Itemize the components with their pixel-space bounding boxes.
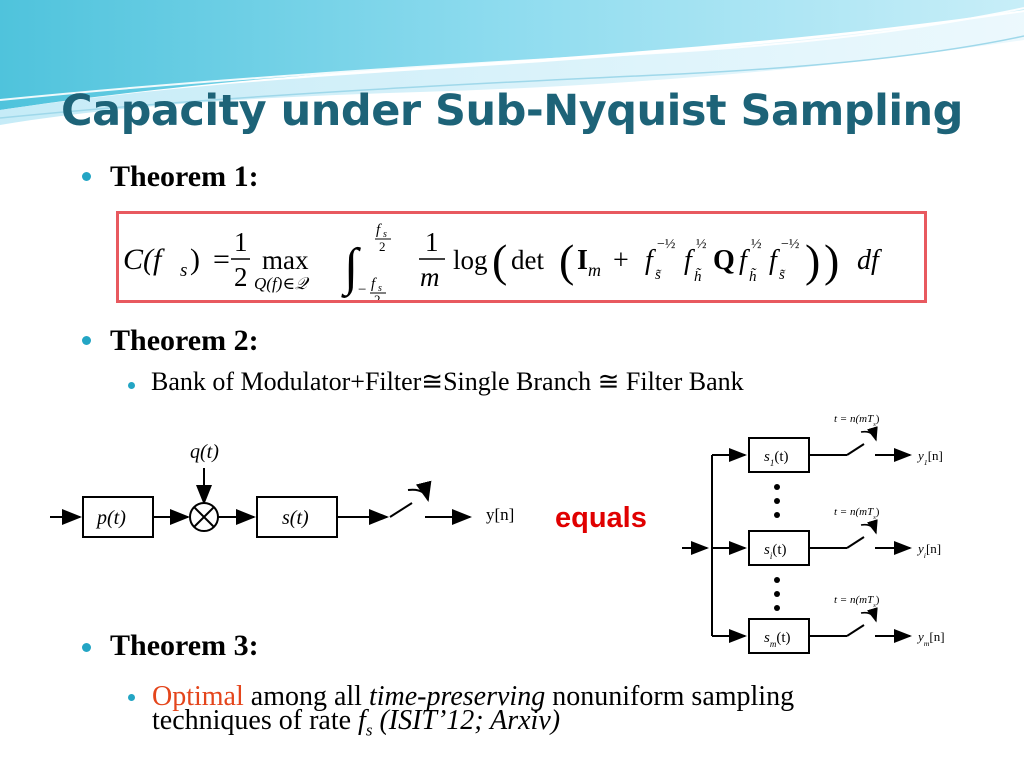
svg-text:m: m <box>588 260 601 280</box>
svg-text:f: f <box>376 222 382 238</box>
sample-time-label-1: t = n(mTs) <box>834 413 880 428</box>
svg-text:s̃: s̃ <box>779 267 786 283</box>
filter-label-2: si(t) <box>764 542 787 561</box>
svg-text:+: + <box>613 245 629 276</box>
svg-text:s: s <box>383 229 387 240</box>
bullet-theorem-3-sub <box>128 694 135 701</box>
optimal-word: Optimal <box>152 681 244 712</box>
svg-text:f: f <box>371 276 377 292</box>
svg-text:2: 2 <box>379 239 386 254</box>
sampler-switch-3 <box>846 624 865 637</box>
theorem-1-heading: Theorem 1: <box>110 160 259 193</box>
svg-text:½: ½ <box>696 237 707 252</box>
filter-bank-diagram: s1(t) y1[n] t = n(mTs) si(t) yi[n] t = n(mTs)… <box>682 413 945 654</box>
svg-text:h̃: h̃ <box>694 268 702 285</box>
p-label: p(t) <box>95 507 126 529</box>
sampler-switch-1 <box>846 443 865 456</box>
filter-block-3 <box>748 618 810 654</box>
svg-text:): ) <box>805 235 820 286</box>
svg-text:½: ½ <box>751 237 762 252</box>
filter-label-3: sm(t) <box>764 630 791 649</box>
capacity-equation: C(f s ) = 1 2 max Q(f)∈𝒬 ∫ f s 2 − f s 2… <box>123 222 882 300</box>
svg-text:f: f <box>684 245 695 276</box>
theorem-2-heading: Theorem 2: <box>110 324 259 357</box>
filter-branch-1: s1(t) y1[n] t = n(mTs) <box>712 413 943 473</box>
svg-text:df: df <box>857 245 882 276</box>
eq-lhs: C(f <box>123 243 165 276</box>
output-label-1: y1[n] <box>916 448 943 467</box>
theorem-2-description: Bank of Modulator+Filter≅Single Branch ≅… <box>151 367 744 396</box>
s-block <box>256 496 338 538</box>
filter-block-1 <box>748 437 810 473</box>
time-preserving-term: time-preserving <box>368 681 546 712</box>
svg-text:Q(f)∈𝒬: Q(f)∈𝒬 <box>254 274 310 293</box>
svg-text:−½: −½ <box>781 237 799 252</box>
svg-text:(: ( <box>492 235 507 286</box>
theorem-3-line-1: Optimal among all time-preserving nonuni… <box>152 681 795 712</box>
svg-text:f: f <box>739 245 750 276</box>
bullet-theorem-2-sub <box>128 382 135 389</box>
theorem-3-line-2: techniques of rate fs (ISIT’12; Arxiv) <box>152 705 561 740</box>
q-label: q(t) <box>190 441 219 463</box>
theorem-3-heading: Theorem 3: <box>110 629 259 662</box>
bullet-theorem-3 <box>82 643 91 652</box>
header-wave-decoration <box>0 0 1024 125</box>
filter-branch-2: si(t) yi[n] t = n(mTs) <box>712 506 941 566</box>
sample-time-label-2: t = n(mTs) <box>834 506 880 521</box>
theorem-1-equation-box: C(f s ) = 1 2 max Q(f)∈𝒬 ∫ f s 2 − f s 2… <box>116 211 927 303</box>
svg-text:2: 2 <box>234 262 248 292</box>
ellipsis-dots-lower <box>774 577 780 611</box>
svg-text:): ) <box>190 243 200 276</box>
ellipsis-dots-upper <box>774 484 780 518</box>
bullet-theorem-2 <box>82 336 91 345</box>
filter-block-2 <box>748 530 810 566</box>
svg-text:1: 1 <box>425 227 439 257</box>
sample-time-label-3: t = n(mTs) <box>834 594 880 609</box>
output-label-3: ym[n] <box>916 629 945 648</box>
svg-text:1: 1 <box>234 227 248 257</box>
svg-text:m: m <box>420 262 440 292</box>
svg-text:I: I <box>577 245 588 276</box>
svg-text:f: f <box>645 245 656 276</box>
sampler-switch-2 <box>846 536 865 549</box>
svg-text:2: 2 <box>374 292 381 300</box>
equals-label: equals <box>555 502 647 534</box>
svg-text:−: − <box>358 282 366 298</box>
svg-text:s: s <box>378 283 382 294</box>
svg-text:max: max <box>262 245 309 275</box>
s-label: s(t) <box>282 507 309 529</box>
output-label-2: yi[n] <box>916 541 941 560</box>
y-label: y[n] <box>486 505 514 524</box>
svg-text:−½: −½ <box>657 237 675 252</box>
single-branch-diagram: q(t) p(t) s(t) y[n] <box>50 441 514 538</box>
svg-text:log: log <box>453 245 488 275</box>
svg-text:(: ( <box>559 235 574 286</box>
filter-branch-3: sm(t) ym[n] t = n(mTs) <box>712 594 945 654</box>
svg-text:s̃: s̃ <box>655 267 662 283</box>
p-block <box>82 496 154 538</box>
page-title: Capacity under Sub-Nyquist Sampling <box>61 86 963 136</box>
svg-text:∫: ∫ <box>341 239 361 298</box>
svg-text:=: = <box>213 243 230 276</box>
citation: (ISIT’12; Arxiv) <box>372 705 561 736</box>
svg-text:s: s <box>180 260 187 281</box>
svg-text:f: f <box>769 245 780 276</box>
filter-label-1: s1(t) <box>764 449 789 468</box>
svg-text:): ) <box>824 235 839 286</box>
svg-text:h̃: h̃ <box>749 268 757 285</box>
bullet-theorem-1 <box>82 172 91 181</box>
svg-text:det: det <box>511 245 544 275</box>
svg-text:Q: Q <box>713 245 735 276</box>
sampler-switch <box>389 502 413 518</box>
